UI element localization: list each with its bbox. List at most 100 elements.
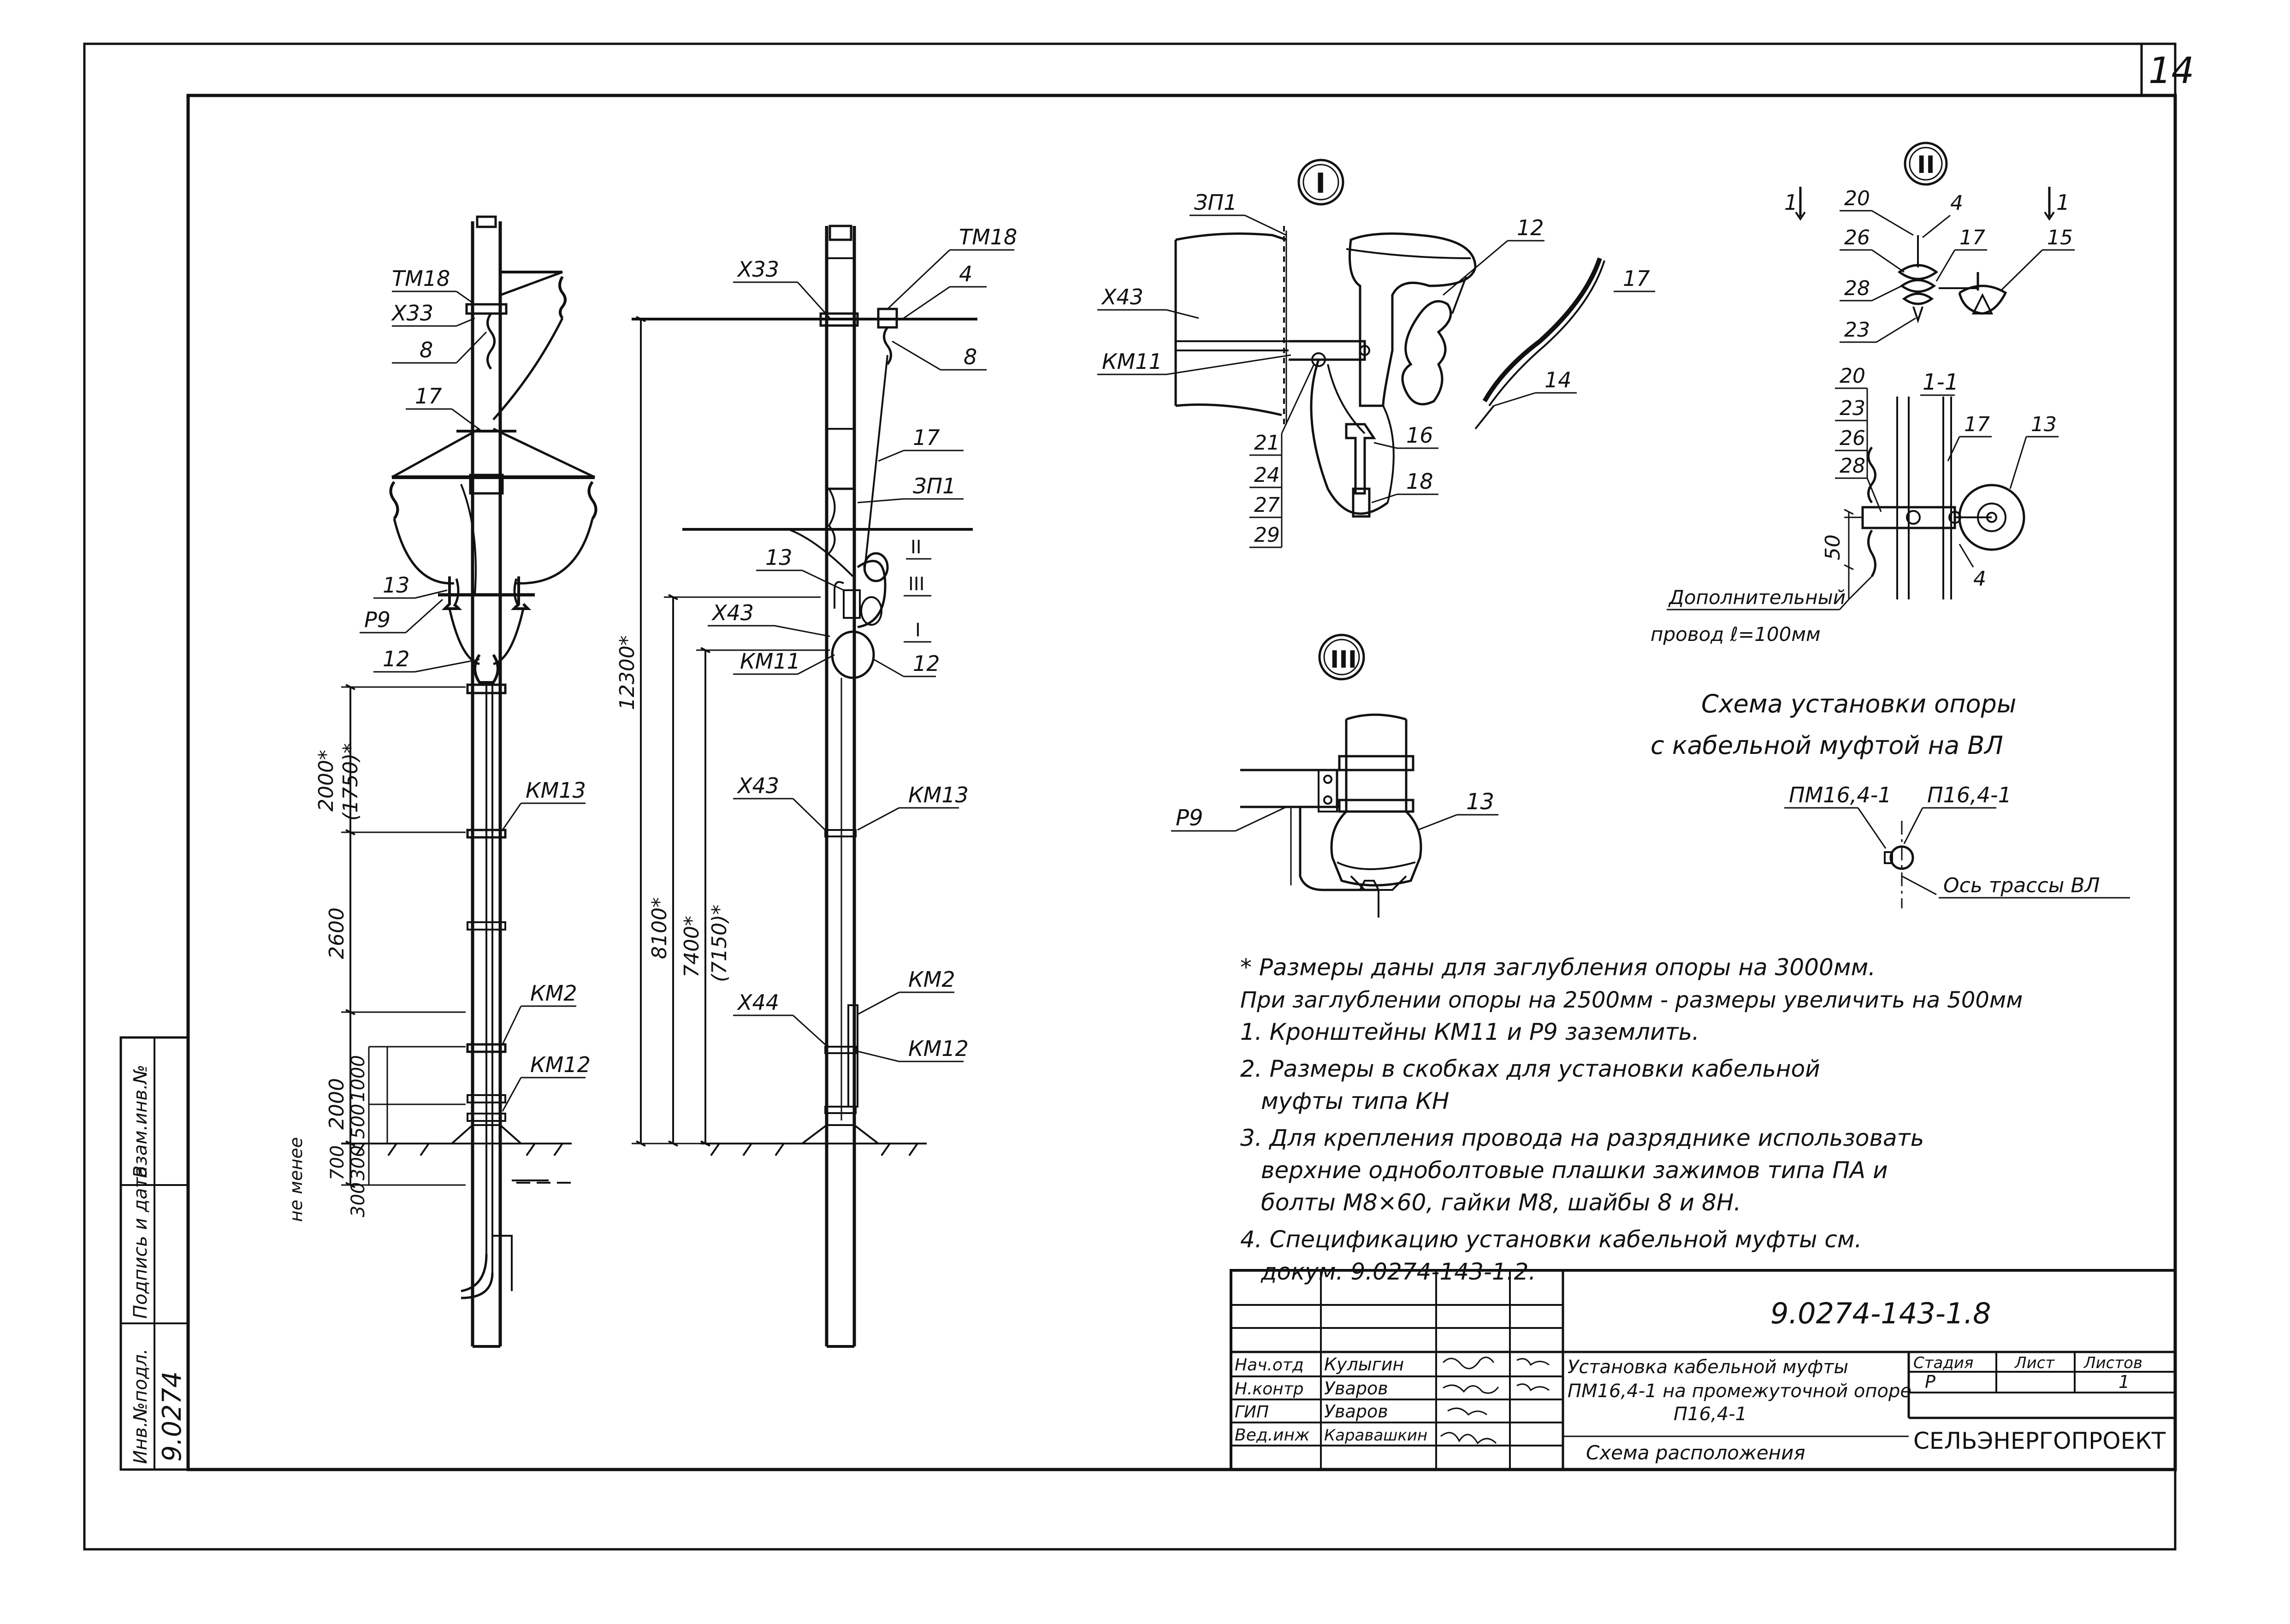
tb-subtitle: Схема расположения xyxy=(1586,1441,1805,1464)
note-1: При заглублении опоры на 2500мм - размер… xyxy=(1240,987,2023,1013)
lp-dim-2600: 2600 xyxy=(325,907,349,959)
lp-label-p9: Р9 xyxy=(364,607,391,632)
d1-label-12: 12 xyxy=(1517,215,1544,240)
middle-pole xyxy=(632,225,977,1348)
tb-role-2: ГИП xyxy=(1235,1403,1269,1422)
scheme-axis: Ось трассы ВЛ xyxy=(1943,874,2100,897)
d2-section-mark-right: 1 xyxy=(2056,190,2070,215)
title-block-text: 9.0274-143-1.8 Нач.отд Н.контр ГИП Вед.и… xyxy=(1235,1297,2166,1464)
tb-col-sheets: Листов xyxy=(2083,1354,2142,1372)
lp-dim-1000: 1000 xyxy=(348,1055,369,1102)
d2-section-title: 1-1 xyxy=(1923,369,1959,395)
tb-col-sheet: Лист xyxy=(2014,1354,2055,1372)
d2-top-15: 15 xyxy=(2047,226,2073,249)
side-stamp-inv: Инв.№подл. xyxy=(130,1348,151,1464)
detail-2-labels: 20 4 26 17 15 28 23 20 23 26 28 17 13 xyxy=(1651,187,2075,646)
note-4: муфты типа КН xyxy=(1261,1088,1450,1114)
d1-label-14: 14 xyxy=(1544,367,1572,392)
mp-dim-12300: 12300* xyxy=(615,635,639,710)
d1-label-16: 16 xyxy=(1406,423,1433,448)
d1-label-km11: КМ11 xyxy=(1102,349,1162,374)
left-pole xyxy=(341,215,598,1348)
lp-dim-300: 300 xyxy=(348,1145,369,1180)
d1-stack-29: 29 xyxy=(1254,523,1280,547)
d3-label-13: 13 xyxy=(1466,789,1494,815)
lp-dim-700: 700 xyxy=(327,1145,348,1180)
tb-role-1: Н.контр xyxy=(1235,1380,1304,1399)
note-2: 1. Кронштейны КМ11 и Р9 заземлить. xyxy=(1240,1019,1699,1045)
mp-dim-8100: 8100* xyxy=(648,897,671,959)
tb-org: СЕЛЬЭНЕРГОПРОЕКТ xyxy=(1913,1428,2166,1454)
lp-label-8: 8 xyxy=(420,338,433,362)
side-stamp: Взам.инв.№ Подпись и дата Инв.№подл. 9.0… xyxy=(119,1036,189,1471)
mp-label-x44: Х44 xyxy=(737,990,779,1015)
d2-sec-13: 13 xyxy=(2031,413,2057,436)
d1-stack-24: 24 xyxy=(1254,463,1280,487)
mp-label-I: I xyxy=(915,620,921,641)
tb-title-2: ПМ16,4-1 на промежуточной опоре xyxy=(1568,1381,1911,1402)
d2-top-4: 4 xyxy=(1950,191,1963,215)
scheme-label-right: П16,4-1 xyxy=(1927,782,2012,807)
note-5: 3. Для крепления провода на разряднике и… xyxy=(1240,1125,1924,1151)
lp-dim-300b: 300 xyxy=(348,1182,369,1217)
scheme-label-left: ПМ16,4-1 xyxy=(1789,782,1892,807)
detail-2: II 1 1 1-1 xyxy=(1784,142,2070,600)
d2-sec-17: 17 xyxy=(1964,413,1990,436)
title-block xyxy=(1230,1269,2177,1471)
scheme-title-1: Схема установки опоры xyxy=(1701,689,2016,718)
mp-label-km11: КМ11 xyxy=(740,649,800,674)
mp-label-II: II xyxy=(911,537,922,558)
d2-top-28: 28 xyxy=(1844,277,1870,300)
notes: * Размеры даны для заглубления опоры на … xyxy=(1240,954,2023,1285)
detail-1-labels: ЗП1 Х43 КМ11 12 17 14 16 18 21 24 27 29 xyxy=(1097,190,1655,548)
detail-2-marker: II xyxy=(1917,151,1935,179)
side-stamp-replace: Взам.инв.№ xyxy=(130,1065,151,1178)
d1-stack-21: 21 xyxy=(1254,431,1280,455)
detail-1: I xyxy=(1174,159,1605,518)
d2-sec-23: 23 xyxy=(1840,397,1865,420)
d2-note-1: Дополнительный xyxy=(1668,586,1846,609)
mp-label-13: 13 xyxy=(765,545,793,570)
lp-label-x33: Х33 xyxy=(391,301,433,326)
middle-pole-labels: Х33 ТМ18 4 8 17 ЗП1 13 II III Х43 I КМ11… xyxy=(615,225,1017,1062)
lp-dim-2000: 2000* xyxy=(314,750,338,812)
lp-label-tm18: ТМ18 xyxy=(392,266,450,291)
d2-note-2: провод ℓ=100мм xyxy=(1651,623,1821,646)
note-8: 4. Спецификацию установки кабельной муфт… xyxy=(1240,1226,1862,1253)
d2-sec-20: 20 xyxy=(1840,364,1865,388)
mp-label-x43: Х43 xyxy=(711,600,754,625)
lp-not-less: не менее xyxy=(286,1137,306,1222)
note-6: верхние однoболтовые плашки зажимов типа… xyxy=(1261,1157,1888,1184)
tb-name-1: Уваров xyxy=(1324,1378,1388,1399)
note-0: * Размеры даны для заглубления опоры на … xyxy=(1240,954,1876,981)
tb-name-3: Каравашкин xyxy=(1324,1426,1427,1445)
inner-frame xyxy=(186,44,2177,1471)
d1-label-zp1: ЗП1 xyxy=(1194,190,1237,215)
tb-title-3: П16,4-1 xyxy=(1674,1404,1747,1425)
mp-label-zp1: ЗП1 xyxy=(913,474,956,498)
mp-label-4: 4 xyxy=(959,261,972,286)
detail-1-marker: I xyxy=(1315,167,1325,200)
tb-role-3: Вед.инж xyxy=(1235,1426,1310,1445)
d1-label-18: 18 xyxy=(1406,469,1433,494)
mp-label-km12: КМ12 xyxy=(908,1036,969,1061)
detail-3: III xyxy=(1240,634,1422,918)
d2-dim-50: 50 xyxy=(1821,534,1845,560)
lp-label-12: 12 xyxy=(383,646,410,671)
mp-label-x43b: Х43 xyxy=(737,773,779,798)
sheet-number: 14 xyxy=(2148,50,2194,92)
lp-dim-2000b: 2000 xyxy=(325,1078,349,1130)
lp-dim-1750: (1750)* xyxy=(339,743,362,821)
d1-label-x43: Х43 xyxy=(1101,284,1143,309)
note-3: 2. Размеры в скобках для установки кабел… xyxy=(1240,1055,1820,1082)
tb-col-stage: Стадия xyxy=(1913,1354,1973,1372)
detail-3-labels: Р9 13 xyxy=(1171,789,1498,832)
d2-top-23: 23 xyxy=(1844,318,1870,342)
tb-doc-code: 9.0274-143-1.8 xyxy=(1770,1297,1991,1330)
lp-label-km13: КМ13 xyxy=(526,778,586,803)
lp-label-km12: КМ12 xyxy=(530,1052,591,1077)
mp-label-8: 8 xyxy=(964,344,977,369)
tb-sheets: 1 xyxy=(2118,1372,2130,1392)
mp-label-tm18: ТМ18 xyxy=(959,225,1017,249)
